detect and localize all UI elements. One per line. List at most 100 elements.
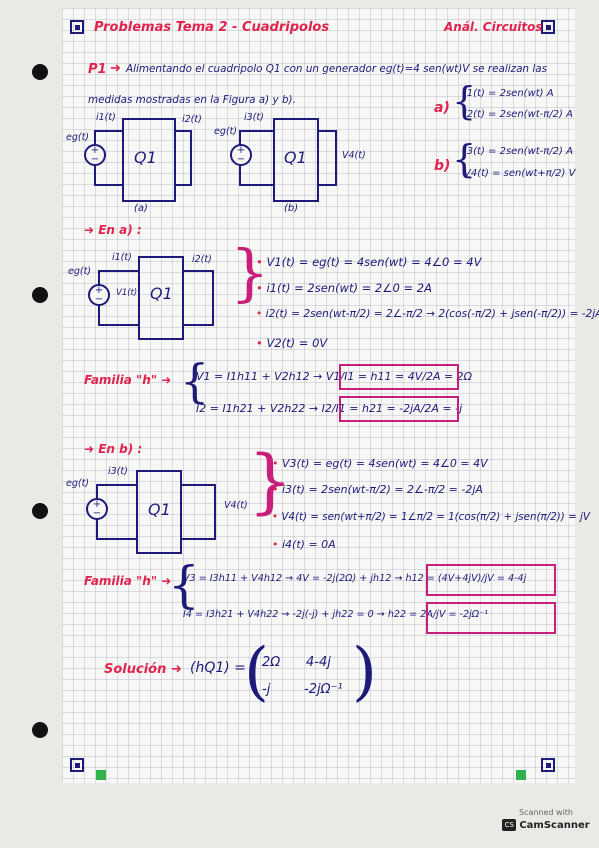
brace-icon: { — [452, 137, 477, 181]
page-title: Problemas Tema 2 - Cuadripolos — [94, 20, 330, 35]
brace-icon: } — [230, 236, 270, 309]
result-bracket — [426, 564, 556, 596]
watermark-line1: Scanned with — [518, 808, 574, 817]
matrix-paren-right: ) — [352, 635, 377, 709]
arrow-icon: ➜ — [110, 61, 121, 76]
i3-label: i3(t) — [244, 112, 264, 123]
quadripole-box — [122, 118, 176, 202]
quadripole-box — [138, 256, 184, 340]
problem-id: P1 — [88, 62, 107, 77]
section-b-eq2: • i3(t) = 2sen(wt-π/2) = 2∠-π/2 = -2jA — [272, 483, 483, 496]
brace-icon: { — [180, 354, 210, 408]
matrix-h22: -2jΩ⁻¹ — [304, 682, 343, 697]
matrix-paren-left: ( — [244, 635, 269, 709]
section-a-eq2-text: i1(t) = 2sen(wt) = 2∠0 = 2A — [266, 281, 432, 295]
camscanner-watermark: Scanned with CS CamScanner — [501, 808, 591, 842]
section-a-eq2: • i1(t) = 2sen(wt) = 2∠0 = 2A — [256, 281, 432, 295]
familia-1-eq2: I2 = I1h21 + V2h22 → I2/I1 = h21 = -2jA/… — [196, 402, 463, 415]
wire — [182, 484, 216, 540]
eg-label: eg(t) — [68, 266, 92, 277]
section-b-eq3: • V4(t) = sen(wt+π/2) = 1∠π/2 = 1(cos(π/… — [272, 511, 590, 523]
quadripole-box — [136, 470, 182, 554]
problem-statement-line1: Alimentando el cuadripolo Q1 con un gene… — [126, 63, 547, 75]
result-bracket — [426, 602, 556, 634]
section-a-eq3-text: i2(t) = 2sen(wt-π/2) = 2∠-π/2 → 2(cos(-π… — [265, 308, 599, 320]
wire — [319, 130, 337, 186]
section-a-eq3: • i2(t) = 2sen(wt-π/2) = 2∠-π/2 → 2(cos(… — [256, 308, 599, 320]
green-marker-icon — [516, 770, 526, 780]
q1-label: Q1 — [134, 148, 157, 167]
q1-label: Q1 — [150, 284, 173, 303]
familia-h-label: Familia "h" ➜ — [84, 574, 172, 588]
section-b-title-text: En b) : — [98, 442, 143, 456]
binder-hole — [32, 503, 48, 519]
familia-2-eq1: V3 = I3h11 + V4h12 → 4V = -2j(2Ω) + jh12… — [183, 573, 527, 584]
binder-hole — [32, 64, 48, 80]
v4-label: V4(t) — [342, 150, 366, 161]
problem-statement-line2: medidas mostradas en la Figura a) y b). — [88, 94, 296, 106]
binder-hole — [32, 722, 48, 738]
given-b-eq1: i3(t) = 2sen(wt-π/2) A — [464, 146, 573, 157]
section-a-eq1-text: V1(t) = eg(t) = 4sen(wt) = 4∠0 = 4V — [266, 255, 482, 269]
corner-mark-icon — [541, 20, 555, 34]
familia-h-label: Familia "h" ➜ — [84, 373, 172, 387]
voltage-source-icon: +− — [84, 144, 106, 166]
watermark-line2: CamScanner — [519, 819, 590, 831]
subject-label: Anál. Circuitos — [444, 20, 543, 34]
wire — [184, 270, 214, 326]
section-b-eq1: • V3(t) = eg(t) = 4sen(wt) = 4∠0 = 4V — [272, 457, 488, 470]
voltage-source-icon: +− — [230, 144, 252, 166]
corner-mark-icon — [541, 758, 555, 772]
given-a-eq1: i1(t) = 2sen(wt) A — [464, 88, 554, 99]
section-a-eq1: • V1(t) = eg(t) = 4sen(wt) = 4∠0 = 4V — [256, 255, 482, 269]
q1-label: Q1 — [284, 148, 307, 167]
i3-label: i3(t) — [108, 466, 128, 477]
section-b-eq3-text: V4(t) = sen(wt+π/2) = 1∠π/2 = 1(cos(π/2)… — [281, 511, 590, 523]
i2-label: i2(t) — [192, 254, 212, 265]
i1-label: i1(t) — [96, 112, 116, 123]
wire — [176, 130, 192, 186]
section-a-title: ➜ En a) : — [84, 223, 142, 237]
section-a-eq4-text: V2(t) = 0V — [266, 336, 328, 350]
v4-label: V4(t) — [224, 500, 248, 511]
brace-icon: { — [452, 79, 477, 123]
section-b-title: ➜ En b) : — [84, 442, 143, 456]
q1-label: Q1 — [148, 500, 171, 519]
eg-label: eg(t) — [66, 132, 90, 143]
given-a-eq2: i2(t) = 2sen(wt-π/2) A — [464, 109, 573, 120]
eg-label: eg(t) — [66, 478, 90, 489]
familia-h-label-text: Familia "h" — [84, 574, 158, 588]
familia-2-eq2: I4 = I3h21 + V4h22 → -2j(-j) + jh22 = 0 … — [183, 609, 488, 620]
voltage-source-icon: +− — [88, 284, 110, 306]
corner-mark-icon — [70, 20, 84, 34]
brace-icon: { — [168, 556, 200, 614]
camscanner-logo-icon: CS — [502, 819, 517, 831]
section-b-eq4-text: i4(t) = 0A — [282, 538, 336, 551]
brace-icon: } — [248, 440, 293, 522]
v1-label: V1(t) — [116, 288, 138, 298]
given-b-eq2: V4(t) = sen(wt+π/2) V — [464, 168, 576, 179]
given-a-label: a) — [434, 100, 450, 116]
result-bracket — [339, 364, 459, 390]
matrix-h21: -j — [262, 682, 271, 697]
corner-mark-icon — [70, 758, 84, 772]
voltage-source-icon: +− — [86, 498, 108, 520]
familia-1-eq1: V1 = I1h11 + V2h12 → V1/I1 = h11 = 4V/2A… — [196, 370, 473, 383]
given-b-label: b) — [434, 158, 451, 174]
caption-b: (b) — [284, 203, 299, 214]
result-bracket — [339, 396, 459, 422]
eg-label: eg(t) — [214, 126, 238, 137]
section-b-eq4: • i4(t) = 0A — [272, 538, 336, 551]
familia-h-label-text: Familia "h" — [84, 373, 158, 387]
binder-hole — [32, 287, 48, 303]
section-a-eq4: • V2(t) = 0V — [256, 336, 328, 350]
i1-label: i1(t) — [112, 252, 132, 263]
i2-label: i2(t) — [182, 114, 202, 125]
green-marker-icon — [96, 770, 106, 780]
solution-label: Solución ➜ — [104, 662, 182, 677]
matrix-h12: 4-4j — [306, 655, 331, 670]
caption-a: (a) — [134, 203, 148, 214]
quadripole-box — [273, 118, 319, 202]
section-b-eq1-text: V3(t) = eg(t) = 4sen(wt) = 4∠0 = 4V — [282, 457, 488, 470]
section-a-title-text: En a) : — [98, 223, 142, 237]
